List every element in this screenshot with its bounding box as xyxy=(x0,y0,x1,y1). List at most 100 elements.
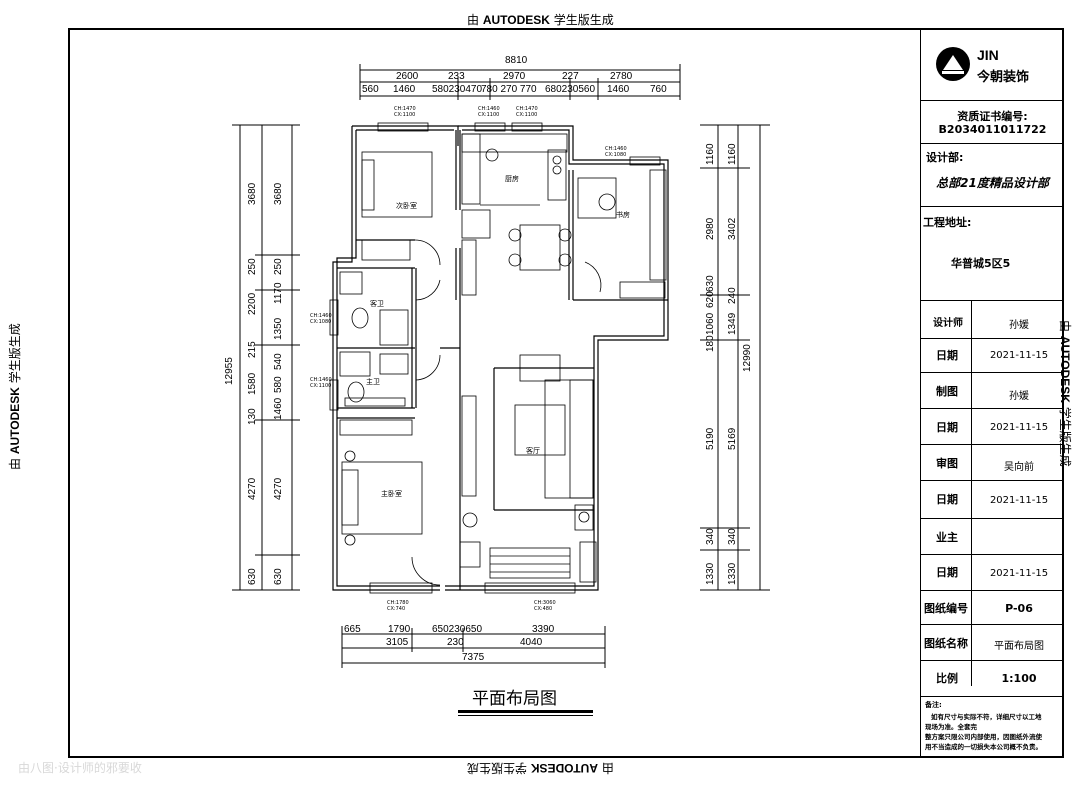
dim-right-outer-6: 1330 xyxy=(705,562,716,585)
dept-label: 设计部: xyxy=(926,151,964,164)
dim-right-extra-2: 620 xyxy=(705,291,716,308)
dim-top2-5: 680230560 xyxy=(545,84,596,95)
designer-date-label: 日期 xyxy=(936,349,958,362)
footer-watermark: 由八图·设计师的邪要收 xyxy=(18,761,142,775)
owner-label: 业主 xyxy=(936,531,958,544)
notes-line-3: 整方案只限公司内部使用，因图纸外流使 xyxy=(925,733,1042,741)
dim-right-extra-3: 1060 xyxy=(705,312,716,335)
dim-top2-7: 760 xyxy=(650,84,667,95)
owner-date-label: 日期 xyxy=(936,566,958,579)
room-study: 书房 xyxy=(616,211,630,219)
reviewer-value: 吴向前 xyxy=(1004,462,1034,473)
watermark-top: 由 AUTODESK 学生版生成 xyxy=(467,13,614,27)
logo-brand-cn: 今朝装饰 xyxy=(977,70,1030,85)
dim-left-outer-1: 3680 xyxy=(247,182,258,205)
address-label: 工程地址: xyxy=(923,216,972,229)
dim-left-inner-4: 1350 xyxy=(273,317,284,340)
dim-left-inner-9: 630 xyxy=(273,568,284,585)
notes-line-2: 现场为准。全套完 xyxy=(925,723,977,731)
dim-right-outer-3: 180 xyxy=(705,335,716,352)
reviewer-date-label: 日期 xyxy=(936,493,958,506)
designer-date-value: 2021-11-15 xyxy=(989,350,1049,361)
title-block: JIN 今朝装饰 资质证书编号: B2034011011722 设计部: 总部2… xyxy=(920,28,1064,758)
dept-value: 总部21度精品设计部 xyxy=(936,176,1049,190)
dim-top-4: 227 xyxy=(562,71,579,82)
dim-bottom2-3: 4040 xyxy=(520,637,543,648)
company-logo xyxy=(935,46,971,82)
dim-top-5: 2780 xyxy=(610,71,633,82)
dim-top2-4: 780 270 770 xyxy=(481,84,537,95)
cert-label: 资质证书编号: xyxy=(957,110,1028,123)
dim-left-inner-1: 3680 xyxy=(273,182,284,205)
dim-right-inner-4: 5169 xyxy=(727,427,738,450)
dim-right-outer-2: 2980 xyxy=(705,217,716,240)
room-bedroom2: 次卧室 xyxy=(396,202,417,210)
room-living: 客厅 xyxy=(526,447,540,455)
dim-right-outer-1: 1160 xyxy=(705,143,716,165)
notes-line-4: 用不当造成的一切损失本公司概不负责。 xyxy=(925,743,1042,751)
dim-right-inner-5: 340 xyxy=(727,528,738,545)
plan-title-underline-thin xyxy=(458,715,593,716)
drafter-date-value: 2021-11-15 xyxy=(989,422,1049,433)
drafter-value: 孙媛 xyxy=(1009,391,1029,402)
plan-title: 平面布局图 xyxy=(472,689,557,709)
dim-top2-1: 560 xyxy=(362,84,379,95)
dim-top2-6: 1460 xyxy=(607,84,630,95)
dim-bottom-3: 650230650 xyxy=(432,624,483,635)
drawing-no-value: P-06 xyxy=(1005,602,1033,615)
dim-right-outer-4: 5190 xyxy=(705,427,716,450)
floor-plan xyxy=(232,64,770,668)
dim-top2-3: 580230470 xyxy=(432,84,483,95)
dim-right-inner-2: 3402 xyxy=(727,217,738,240)
dim-top-total: 8810 xyxy=(505,55,528,66)
designer-label: 设计师 xyxy=(933,318,963,329)
dim-right-total: 12990 xyxy=(742,344,753,372)
plan-title-underline xyxy=(458,710,593,713)
address-value: 华普城5区5 xyxy=(951,257,1011,270)
dim-left-outer-8: 630 xyxy=(247,568,258,585)
dim-bottom2-2: 230 xyxy=(447,637,464,648)
room-guest-bath: 客卫 xyxy=(370,300,384,308)
dim-bottom-2: 1790 xyxy=(388,624,411,635)
dim-left-inner-5: 540 xyxy=(273,353,284,370)
dim-left-inner-3: 1170 xyxy=(273,282,284,304)
drawing-name-value: 平面布局图 xyxy=(994,641,1044,652)
dim-left-outer-4: 215 xyxy=(247,341,258,358)
dim-left-inner-7: 1460 xyxy=(273,397,284,420)
owner-date-value: 2021-11-15 xyxy=(989,568,1049,579)
logo-brand-en: JIN xyxy=(977,47,999,63)
sheet-border xyxy=(68,28,1064,758)
dim-left-outer-6: 130 xyxy=(247,408,258,425)
drawing-name-label: 图纸名称 xyxy=(924,637,968,650)
room-master-bedroom: 主卧室 xyxy=(381,490,402,498)
notes-line-1: 如有尺寸与实际不符，详细尺寸以工地 xyxy=(931,713,1042,721)
dim-left-outer-5: 1580 xyxy=(247,372,258,395)
drafter-label: 制图 xyxy=(936,385,958,398)
dim-bottom2-1: 3105 xyxy=(386,637,409,648)
dim-right-outer-5: 340 xyxy=(705,528,716,545)
dim-right-inner-1: 1160 xyxy=(727,143,738,165)
scale-value: 1:100 xyxy=(1001,672,1037,685)
notes-title: 备注: xyxy=(925,701,942,709)
dim-left-outer-3: 2200 xyxy=(247,292,258,315)
dim-bottom-1: 665 xyxy=(344,624,361,635)
dim-bottom-total: 7375 xyxy=(462,652,485,663)
dim-left-outer-2: 250 xyxy=(247,258,258,275)
dim-top-1: 2600 xyxy=(396,71,419,82)
dim-right-inner-3: 1349 xyxy=(727,312,738,335)
drafter-date-label: 日期 xyxy=(936,421,958,434)
reviewer-label: 审图 xyxy=(936,457,958,470)
dim-top-3: 2970 xyxy=(503,71,526,82)
dim-left-inner-6: 580 xyxy=(273,376,284,393)
room-kitchen: 厨房 xyxy=(505,175,519,183)
dim-bottom-4: 3390 xyxy=(532,624,555,635)
dim-top-2: 233 xyxy=(448,71,465,82)
drawing-no-label: 图纸编号 xyxy=(924,602,968,615)
